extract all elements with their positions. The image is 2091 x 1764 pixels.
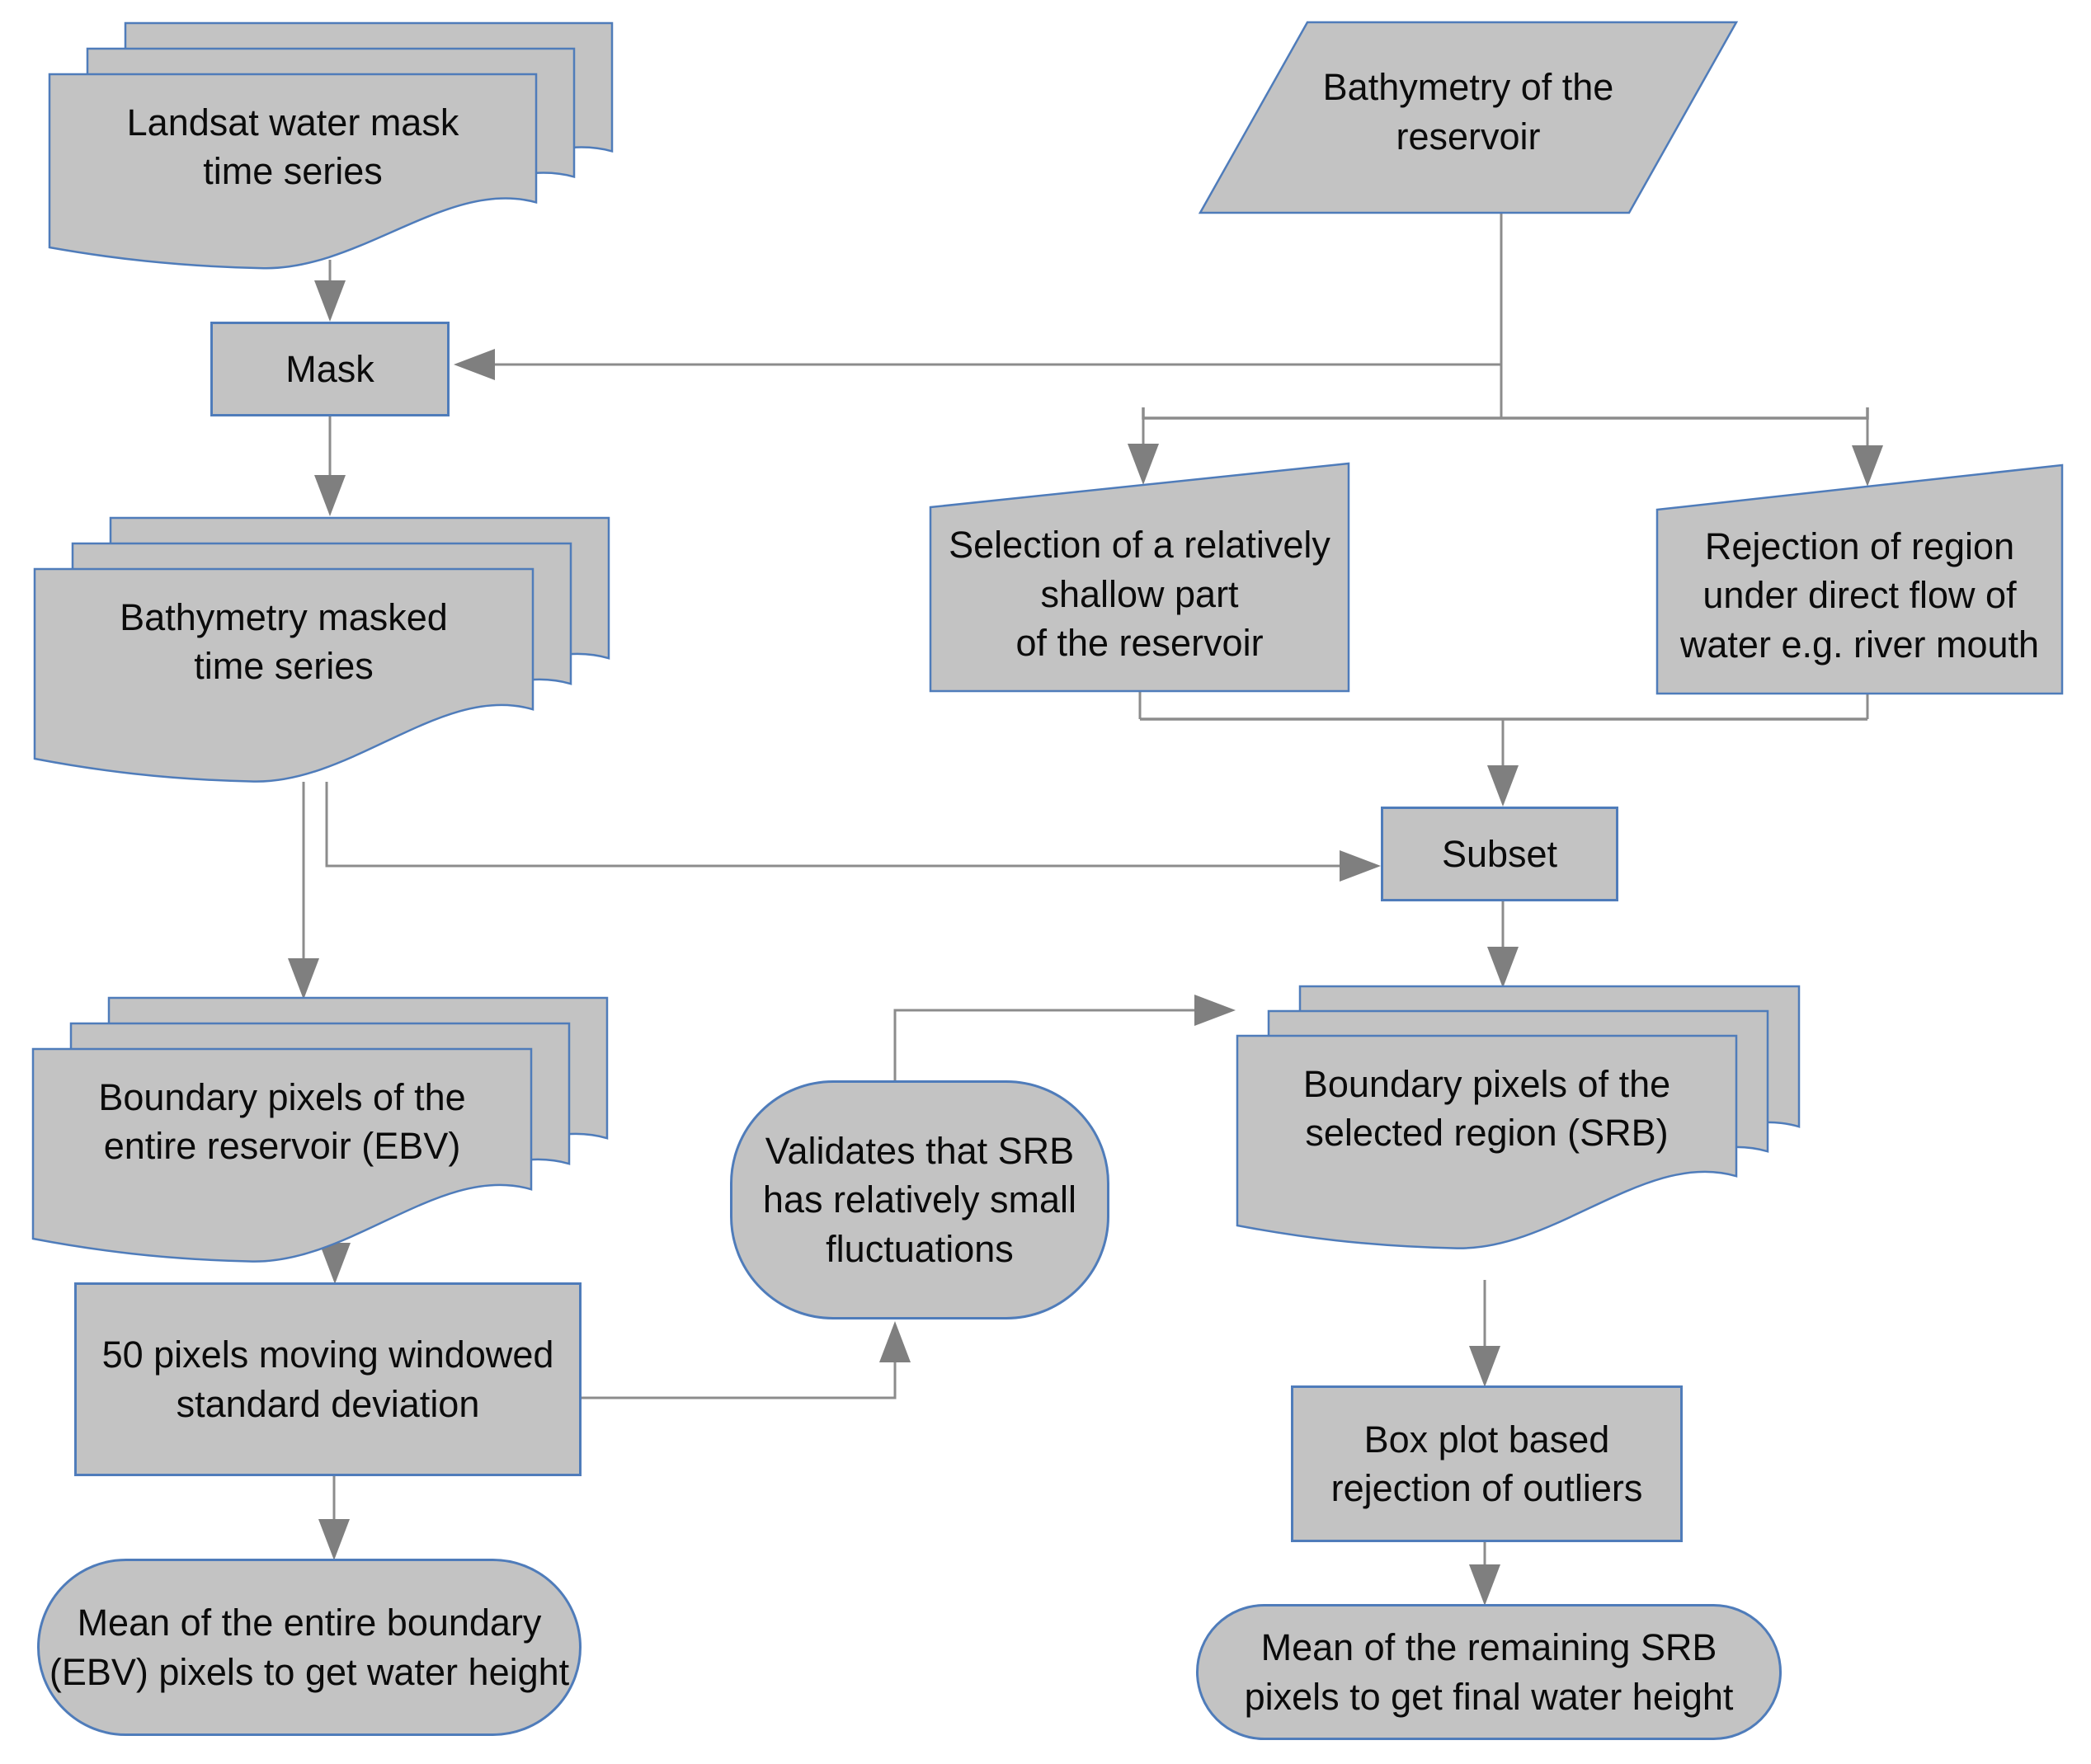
landsat-stack-sheet-front: [48, 73, 538, 270]
arrowhead-bathymasked-to-subset: [1340, 850, 1381, 882]
node-mean-ebv: Mean of the entire boundary (EBV) pixels…: [37, 1559, 582, 1736]
node-bathymetry: [1198, 21, 1739, 214]
arrowhead-landsat-to-mask: [314, 280, 346, 322]
arrowhead-movingstd-to-validates: [879, 1321, 911, 1362]
connector-movingstd-to-validates: [582, 1361, 897, 1399]
node-mask: Mask: [210, 322, 450, 416]
node-validates: Validates that SRB has relatively small …: [730, 1080, 1109, 1319]
connector-bathymasked-to-subset: [325, 782, 1343, 868]
bathymetry-masked-stack-sheet-front: [33, 567, 535, 783]
node-rejection: [1655, 463, 2064, 695]
connector-validates-to-srb: [893, 1009, 1196, 1080]
node-moving-std: 50 pixels moving windowed standard devia…: [74, 1282, 582, 1476]
arrowhead-branch-to-selection: [1128, 444, 1159, 485]
ebv-stack-sheet-front: [31, 1047, 533, 1263]
arrowhead-subset-to-srb: [1487, 947, 1519, 988]
arrowhead-join-to-subset: [1487, 765, 1519, 807]
node-subset: Subset: [1381, 807, 1618, 901]
arrowhead-mask-to-bathymasked: [314, 475, 346, 516]
node-mean-srb: Mean of the remaining SRB pixels to get …: [1196, 1604, 1782, 1740]
node-selection: [929, 462, 1350, 693]
arrowhead-bathymasked-to-ebv: [288, 958, 319, 1000]
arrowhead-validates-to-srb: [1194, 995, 1236, 1026]
arrowhead-branch-to-rejection: [1852, 445, 1883, 487]
arrowhead-movingstd-to-meanebv: [318, 1519, 350, 1560]
connector-branch-line: [1142, 407, 1869, 420]
arrowhead-boxplot-to-meansrb: [1469, 1564, 1500, 1606]
arrowhead-bathymetry-to-mask: [454, 349, 495, 380]
srb-stack-sheet-front: [1236, 1034, 1738, 1249]
arrowhead-ebv-to-movingstd: [319, 1243, 351, 1284]
node-boxplot: Box plot based rejection of outliers: [1291, 1385, 1683, 1542]
arrowhead-srb-to-boxplot: [1469, 1346, 1500, 1387]
